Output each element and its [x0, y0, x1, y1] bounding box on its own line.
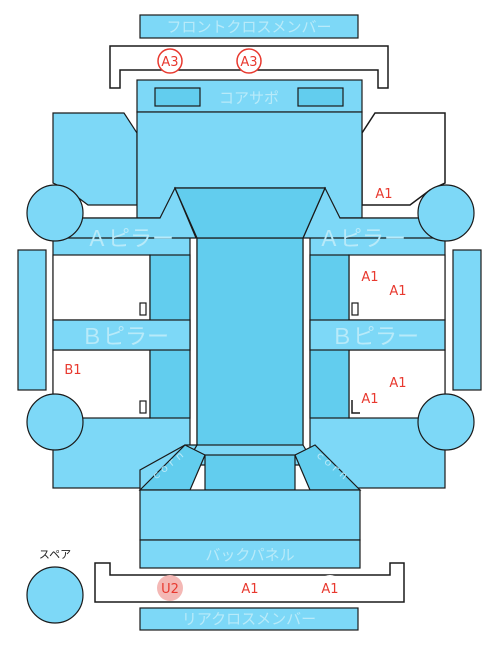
rear-left-wheel[interactable]	[26, 393, 84, 451]
damage-mark[interactable]: A3	[161, 55, 178, 70]
front-right-wheel[interactable]	[417, 184, 475, 242]
radiator-support-label: コアサポ	[219, 89, 279, 107]
left-b-pillar-label: Ｂピラー	[81, 325, 169, 350]
roof-center-panel	[196, 237, 304, 446]
back-panel[interactable]	[139, 539, 361, 569]
spare-tire[interactable]	[26, 566, 84, 624]
radiator-support-right-slot	[297, 87, 344, 107]
radiator-support-left-slot	[154, 87, 201, 107]
mark-ring	[157, 48, 183, 74]
front-cross-member-label: フロントクロスメンバー	[166, 18, 331, 36]
rear-cross-member-bar[interactable]	[139, 607, 359, 631]
damage-mark[interactable]: A1	[389, 284, 406, 299]
damage-mark[interactable]: B1	[64, 363, 81, 378]
left-rear-latch	[139, 400, 147, 414]
right-front-latch	[351, 302, 359, 316]
damage-mark[interactable]: A1	[361, 392, 378, 407]
right-rear-latch	[351, 400, 360, 414]
damage-mark[interactable]: A1	[389, 376, 406, 391]
right-b-pillar-label: Ｂピラー	[331, 325, 419, 350]
rear-cross-member-outline[interactable]	[94, 562, 405, 603]
damage-mark[interactable]: A3	[240, 55, 257, 70]
trunk-lid[interactable]	[139, 489, 361, 541]
front-left-wheel[interactable]	[26, 184, 84, 242]
rear-right-wheel[interactable]	[417, 393, 475, 451]
front-cross-member-outline[interactable]	[109, 45, 389, 89]
right-side-sill[interactable]	[452, 249, 482, 391]
damage-mark[interactable]: A1	[321, 582, 338, 597]
right-b-pillar[interactable]	[309, 319, 446, 351]
damage-mark[interactable]: A1	[361, 270, 378, 285]
mark-ring	[317, 575, 343, 601]
damage-mark[interactable]: U2	[161, 582, 179, 597]
mark-ring	[236, 48, 262, 74]
mark-ring	[157, 575, 183, 601]
front-cross-member-bar[interactable]	[139, 14, 359, 39]
left-side-sill[interactable]	[17, 249, 47, 391]
windshield	[174, 187, 326, 239]
rear-cross-member-label: リアクロスメンバー	[182, 610, 316, 628]
left-front-latch	[139, 302, 147, 316]
back-panel-label: バックパネル	[205, 546, 294, 564]
left-fender[interactable]	[52, 112, 138, 206]
rear-window	[204, 454, 296, 491]
left-b-pillar[interactable]	[52, 319, 191, 351]
damage-mark[interactable]: A1	[375, 187, 392, 202]
left-front-door-opening	[52, 254, 151, 321]
left-a-pillar-label: Ａピラー	[86, 227, 174, 252]
damage-mark[interactable]: A1	[241, 582, 258, 597]
right-a-pillar-label: Ａピラー	[318, 227, 406, 252]
spare-label: スペア	[39, 548, 71, 561]
